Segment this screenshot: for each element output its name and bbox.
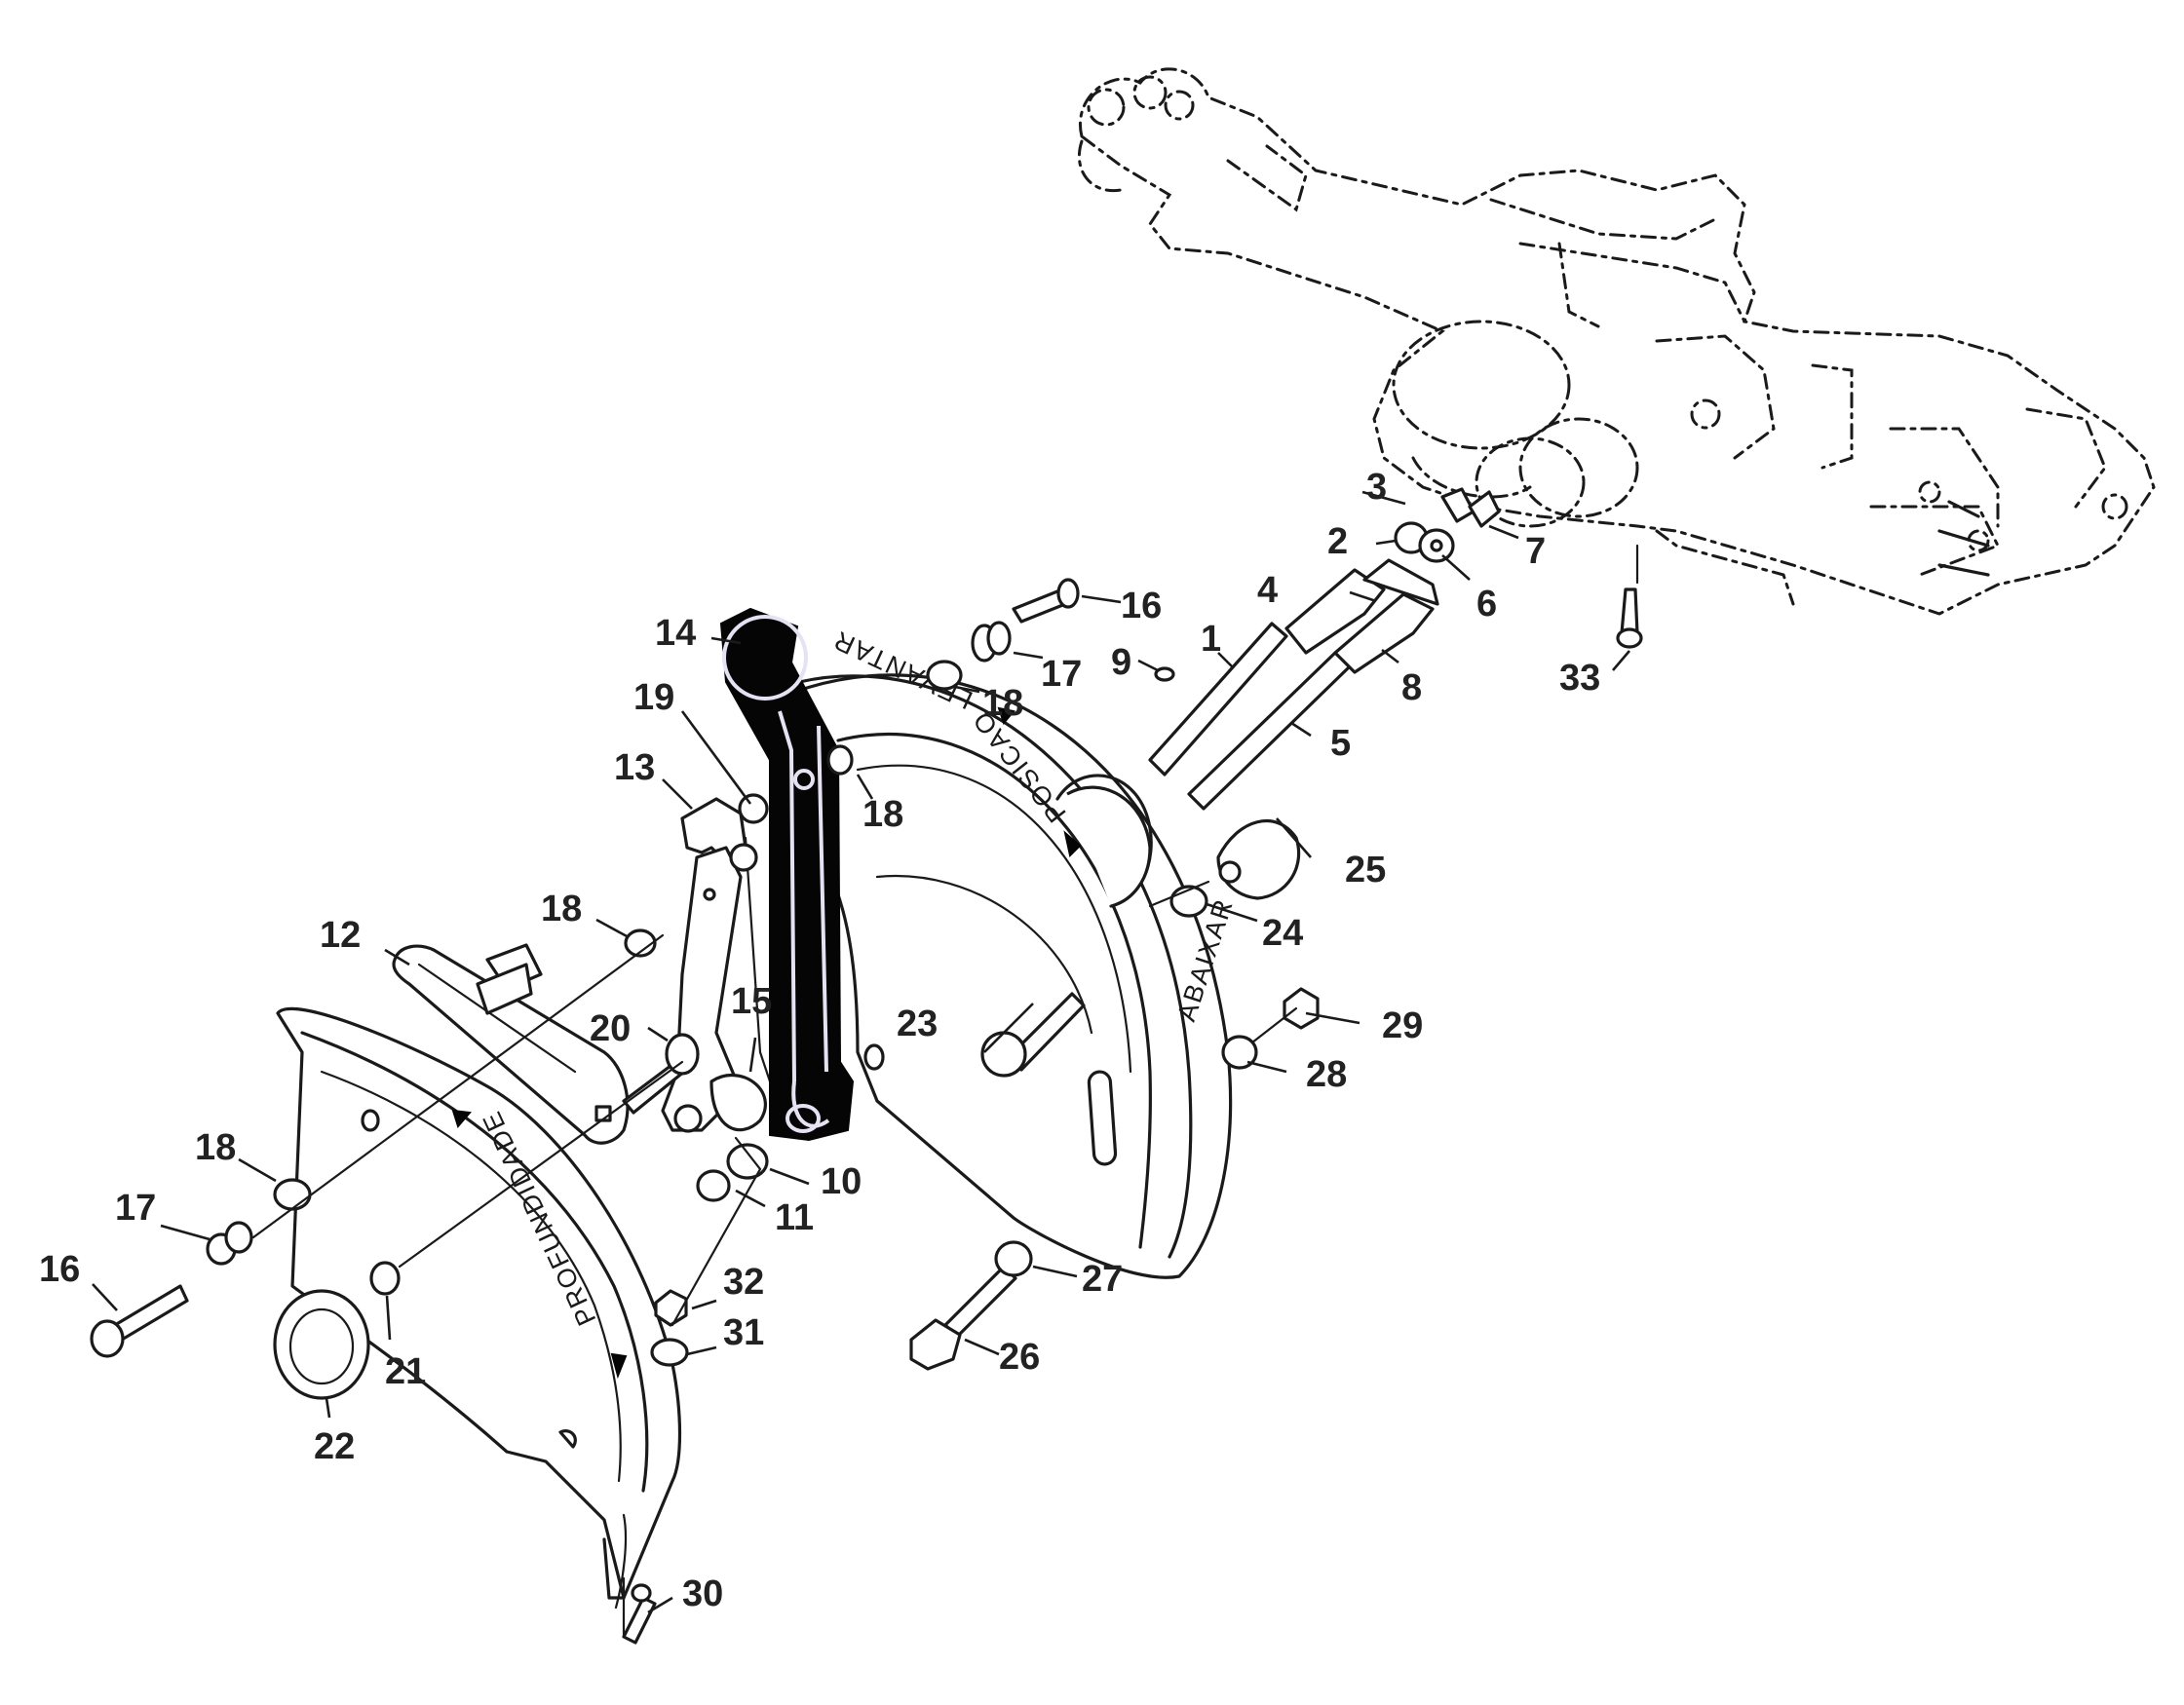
part-label-18-upper: 18 bbox=[982, 683, 1023, 724]
quadrant-hub bbox=[1066, 785, 1152, 908]
part-label-22: 22 bbox=[314, 1426, 355, 1467]
part-label-21: 21 bbox=[385, 1351, 426, 1392]
part-label-23: 23 bbox=[897, 1004, 938, 1044]
part-label-1: 1 bbox=[1201, 619, 1221, 660]
part-label-17-lower: 17 bbox=[115, 1188, 156, 1229]
part-label-9: 9 bbox=[1111, 642, 1131, 683]
part-label-26: 26 bbox=[999, 1337, 1040, 1378]
part-label-6: 6 bbox=[1476, 584, 1497, 625]
part-label-29: 29 bbox=[1382, 1005, 1423, 1046]
lift-housing-outline bbox=[1077, 67, 2156, 616]
part-label-7: 7 bbox=[1525, 531, 1546, 572]
part-label-18-mid: 18 bbox=[541, 889, 582, 929]
part-label-16-upper: 16 bbox=[1121, 586, 1162, 626]
part-label-18-lower: 18 bbox=[195, 1127, 236, 1168]
part-label-3: 3 bbox=[1366, 467, 1387, 508]
part-label-25: 25 bbox=[1345, 850, 1386, 890]
part-13-15-bracket-plate bbox=[661, 797, 772, 1133]
part-label-8: 8 bbox=[1401, 667, 1422, 708]
part-label-32: 32 bbox=[723, 1262, 764, 1303]
part-label-17-upper: 17 bbox=[1041, 654, 1082, 695]
part-label-24: 24 bbox=[1262, 913, 1303, 954]
part-label-19: 19 bbox=[633, 677, 674, 718]
assembly-center-lines bbox=[251, 544, 1639, 1639]
part-label-10: 10 bbox=[821, 1161, 862, 1202]
part-label-5: 5 bbox=[1330, 723, 1351, 764]
part-12-slotted-lever bbox=[392, 943, 630, 1145]
part-label-31: 31 bbox=[723, 1312, 764, 1353]
part-label-13: 13 bbox=[614, 747, 655, 788]
spring-icon-lower bbox=[206, 1221, 253, 1266]
part-label-28: 28 bbox=[1306, 1054, 1347, 1095]
part-label-15: 15 bbox=[731, 981, 772, 1022]
part-label-30: 30 bbox=[682, 1573, 723, 1614]
part-label-16-lower: 16 bbox=[39, 1249, 80, 1290]
part-label-12: 12 bbox=[320, 915, 361, 956]
part-label-33: 33 bbox=[1559, 658, 1600, 699]
part-label-27: 27 bbox=[1082, 1259, 1123, 1300]
part-label-14: 14 bbox=[655, 613, 696, 654]
part-14-control-lever bbox=[719, 607, 855, 1142]
spring-icon-upper bbox=[971, 621, 1012, 663]
part-labels: 3 2 7 6 4 8 1 5 9 33 16 17 18 18 14 19 1… bbox=[39, 467, 1600, 1614]
label-leader-lines bbox=[92, 490, 1630, 1614]
part-label-4: 4 bbox=[1257, 570, 1278, 611]
part-label-2: 2 bbox=[1327, 521, 1348, 562]
part-label-18-lever: 18 bbox=[862, 794, 903, 835]
part-label-20: 20 bbox=[590, 1008, 631, 1049]
part-label-11: 11 bbox=[775, 1197, 814, 1238]
